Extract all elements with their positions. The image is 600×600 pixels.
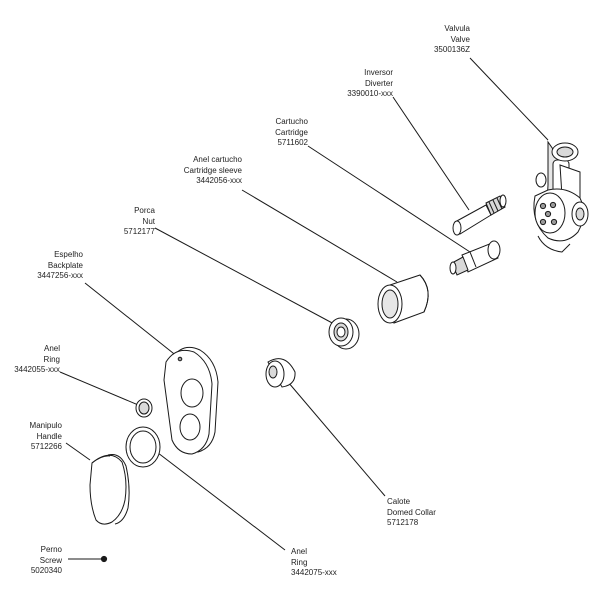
label-nut-code: 5712177 bbox=[123, 227, 155, 236]
handle-part bbox=[89, 454, 130, 525]
label-domed-collar-code: 5712178 bbox=[387, 518, 419, 527]
leader-line-ring-small bbox=[59, 371, 144, 408]
leader-line-diverter bbox=[392, 96, 470, 211]
valve-body bbox=[533, 140, 589, 253]
label-ring-small: Anel Ring 3442055-xxx bbox=[0, 344, 60, 376]
label-cartridge-sleeve: Anel cartucho Cartridge sleeve 3442056-x… bbox=[160, 155, 242, 187]
leader-line-handle bbox=[65, 442, 91, 461]
label-valve-code: 3500136Z bbox=[433, 45, 470, 54]
cartridge-part bbox=[449, 240, 501, 276]
label-cartridge-sleeve-code: 3442056-xxx bbox=[196, 176, 242, 185]
backplate-part bbox=[163, 346, 219, 455]
screw-part bbox=[100, 555, 108, 563]
label-handle: Manipulo Handle 5712266 bbox=[6, 421, 62, 453]
label-domed-collar: Calote Domed Collar 5712178 bbox=[387, 497, 467, 529]
ring-small-part bbox=[135, 398, 153, 418]
label-diverter-code: 3390010-xxx bbox=[347, 89, 393, 98]
label-diverter: Inversor Diverter 3390010-xxx bbox=[320, 68, 393, 100]
label-valve-en: Valve bbox=[450, 34, 470, 44]
label-ring-large-en: Ring bbox=[291, 557, 308, 567]
label-diverter-en: Diverter bbox=[364, 78, 393, 88]
label-ring-small-pt: Anel bbox=[43, 344, 60, 353]
leader-line-domed-collar bbox=[287, 381, 386, 497]
leader-line-cartridge-sleeve bbox=[241, 189, 398, 283]
label-ring-large-code: 3442075-xxx bbox=[291, 568, 337, 577]
label-backplate: Espelho Backplate 3447256-xxx bbox=[15, 250, 83, 282]
label-domed-collar-en: Domed Collar bbox=[387, 507, 436, 517]
ring-large-part bbox=[125, 426, 161, 468]
label-domed-collar-pt: Calote bbox=[387, 497, 411, 506]
label-valve: Valvula Valve 3500136Z bbox=[400, 24, 470, 56]
label-cartridge-pt: Cartucho bbox=[275, 117, 308, 126]
label-cartridge-en: Cartridge bbox=[275, 127, 308, 137]
label-cartridge-code: 5711602 bbox=[277, 138, 308, 147]
domed-collar-part bbox=[265, 358, 296, 388]
label-nut: Porca Nut 5712177 bbox=[95, 206, 155, 238]
label-ring-small-en: Ring bbox=[43, 354, 60, 364]
label-screw-code: 5020340 bbox=[30, 566, 62, 575]
label-cartridge-sleeve-pt: Anel cartucho bbox=[193, 155, 242, 164]
label-screw: Perno Screw 5020340 bbox=[6, 545, 62, 577]
cartridge-sleeve-part bbox=[377, 274, 429, 324]
label-ring-large-pt: Anel bbox=[291, 547, 308, 556]
label-ring-large: Anel Ring 3442075-xxx bbox=[291, 547, 361, 579]
label-ring-small-code: 3442055-xxx bbox=[14, 365, 60, 374]
label-valve-pt: Valvula bbox=[444, 24, 470, 33]
label-backplate-pt: Espelho bbox=[54, 250, 83, 259]
label-screw-pt: Perno bbox=[40, 545, 62, 554]
label-backplate-en: Backplate bbox=[47, 260, 83, 270]
label-handle-pt: Manipulo bbox=[29, 421, 62, 430]
label-handle-en: Handle bbox=[36, 431, 62, 441]
leader-line-ring-large bbox=[144, 442, 286, 551]
leader-line-valve bbox=[469, 57, 549, 141]
label-nut-pt: Porca bbox=[134, 206, 155, 215]
diverter-part bbox=[452, 194, 507, 236]
label-screw-en: Screw bbox=[39, 555, 62, 565]
leader-line-backplate bbox=[84, 282, 179, 358]
label-cartridge-sleeve-en: Cartridge sleeve bbox=[183, 165, 242, 175]
label-handle-code: 5712266 bbox=[30, 442, 62, 451]
label-cartridge: Cartucho Cartridge 5711602 bbox=[238, 117, 308, 149]
nut-part bbox=[328, 317, 360, 350]
leader-line-cartridge bbox=[307, 145, 471, 253]
label-diverter-pt: Inversor bbox=[364, 68, 393, 77]
label-nut-en: Nut bbox=[142, 216, 155, 226]
leader-line-nut bbox=[154, 227, 337, 326]
label-backplate-code: 3447256-xxx bbox=[37, 271, 83, 280]
